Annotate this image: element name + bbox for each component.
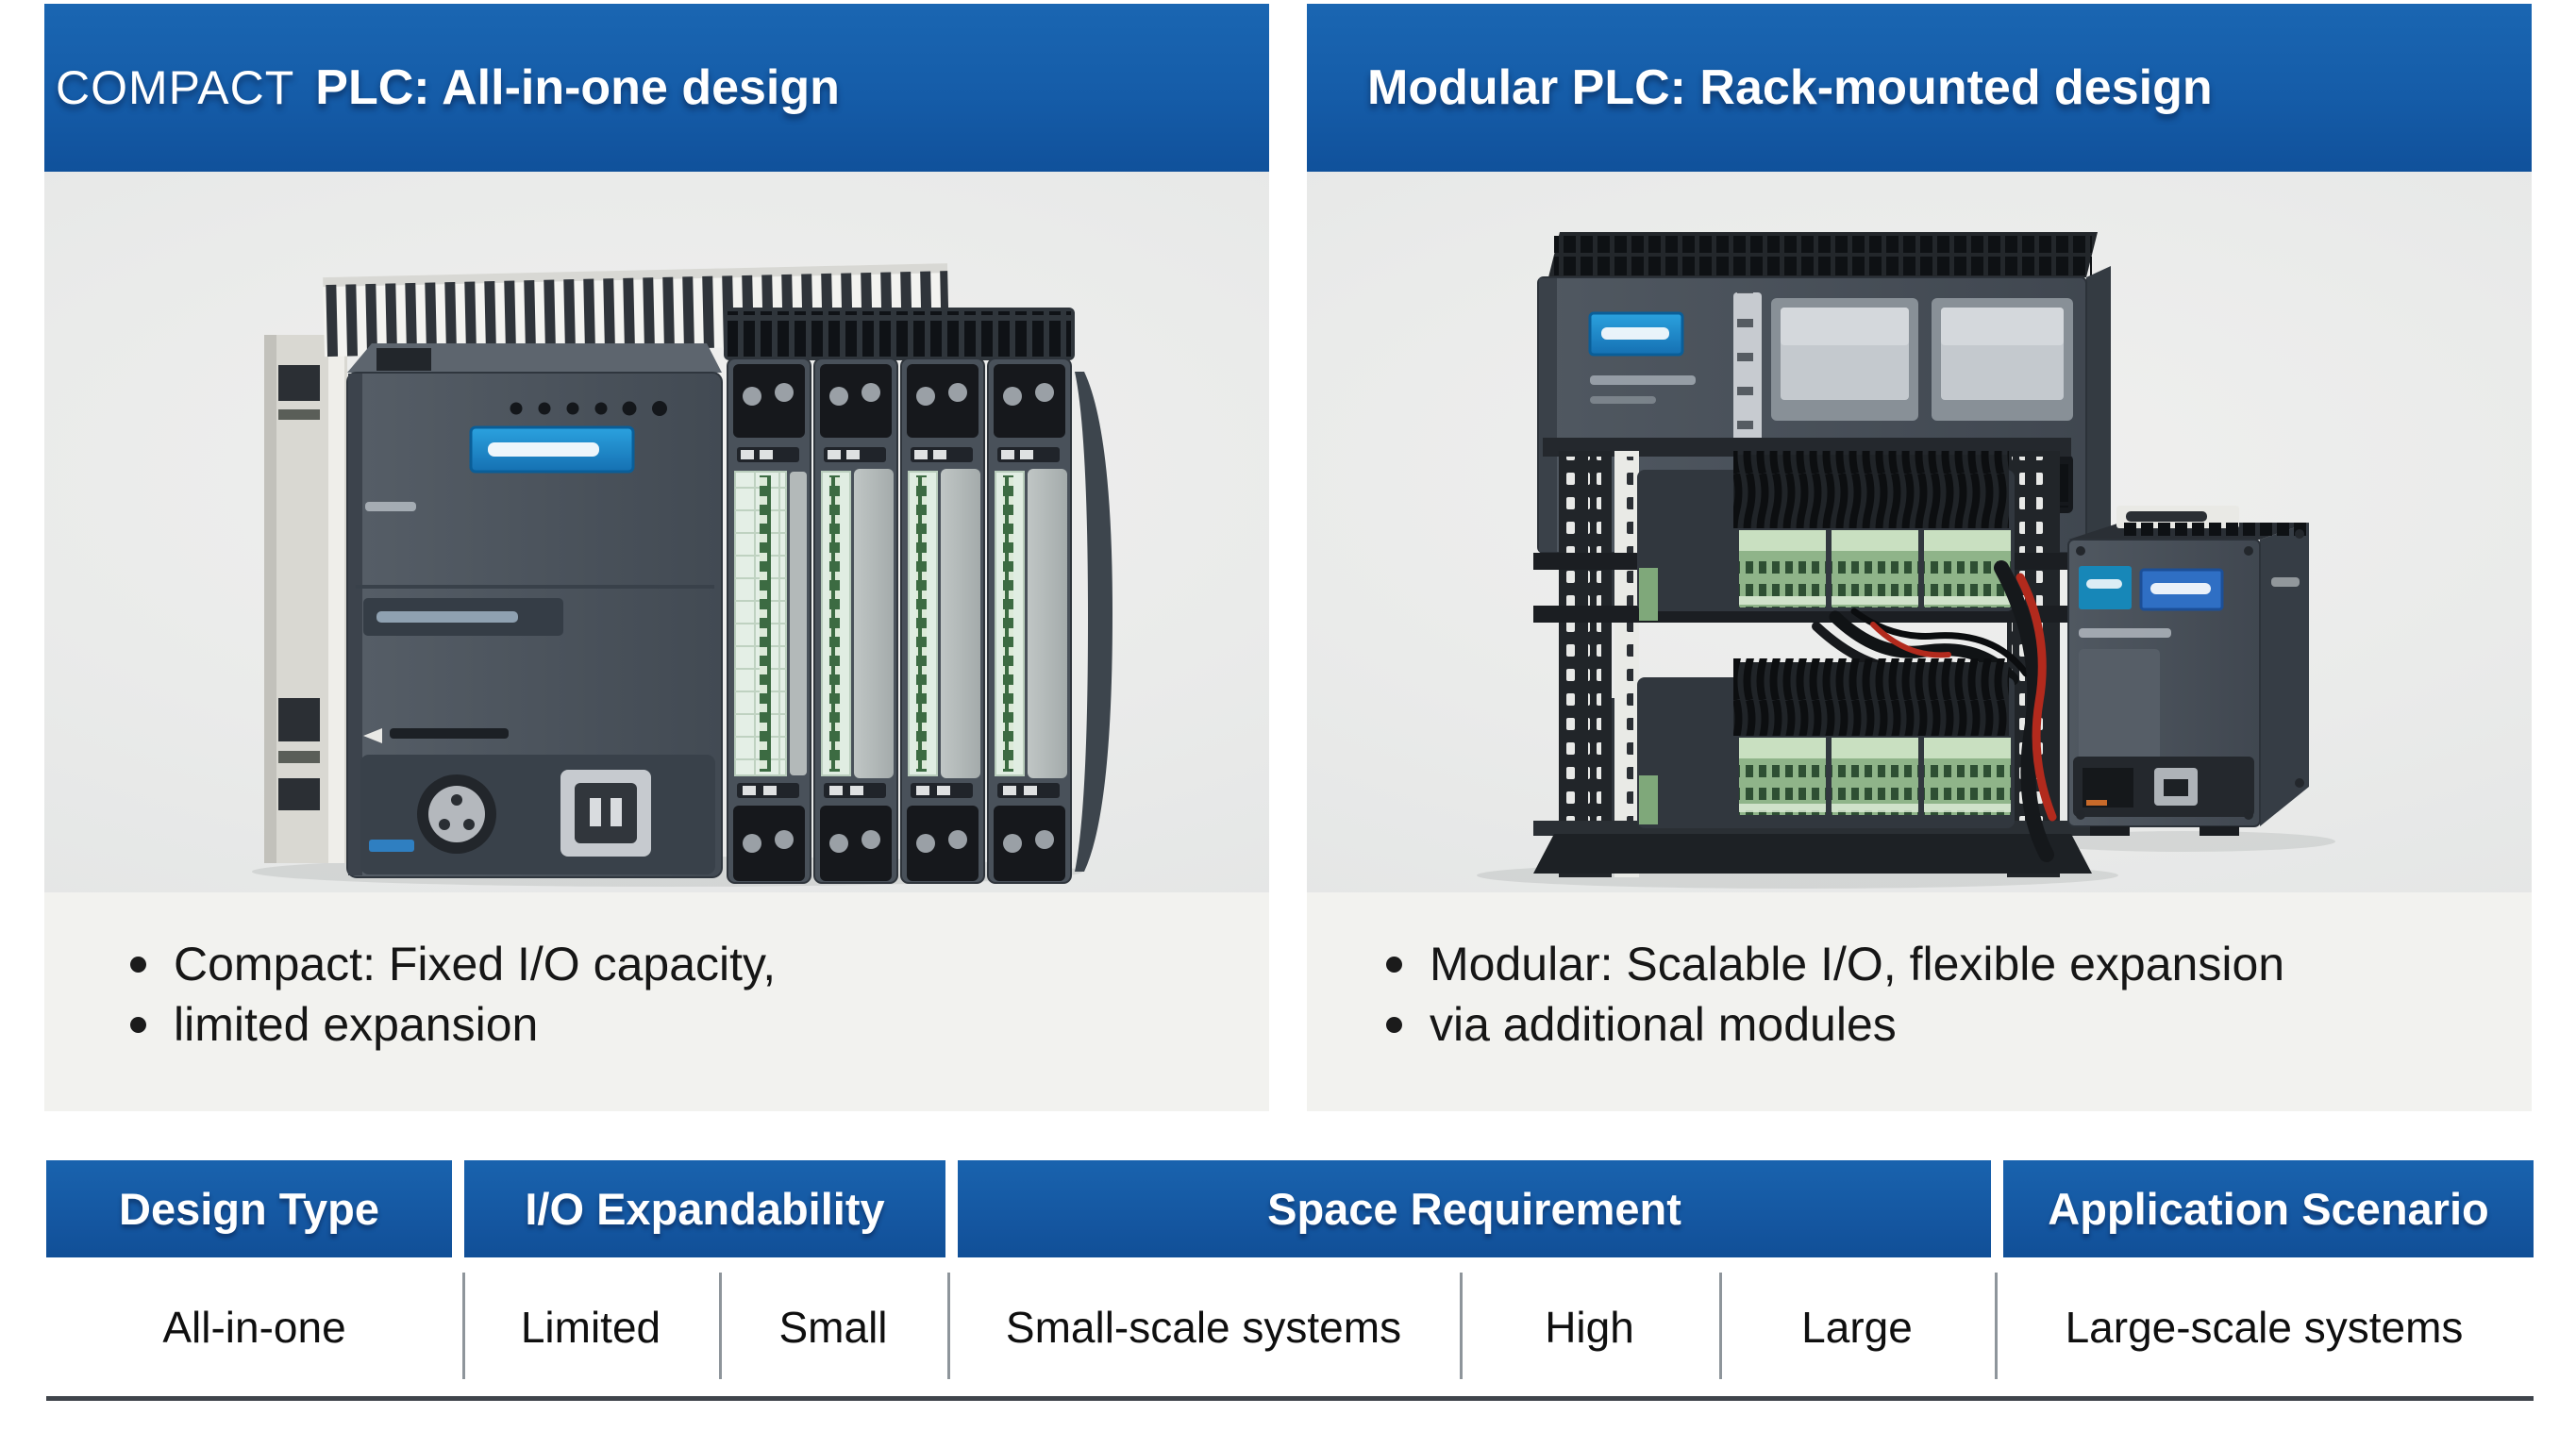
modular-plc-panel: Modular PLC: Rack-mounted design bbox=[1307, 4, 2532, 1111]
column-divider bbox=[1995, 1273, 1998, 1379]
bullet-text: Compact: Fixed I/O capacity, bbox=[174, 938, 777, 990]
io-shelf-module bbox=[1637, 658, 2015, 828]
io-modules bbox=[727, 358, 1112, 884]
io-module bbox=[900, 358, 985, 884]
table-cell-size: Small bbox=[719, 1257, 947, 1396]
table-cell-size-large: Large bbox=[1719, 1257, 1995, 1396]
io-module bbox=[727, 358, 811, 884]
bullet-item: Compact: Fixed I/O capacity, bbox=[130, 934, 1269, 994]
bullet-dot bbox=[1386, 956, 1402, 973]
table-cell-design-type: All-in-one bbox=[46, 1257, 462, 1396]
table-header-io-expandability: I/O Expandability bbox=[464, 1160, 945, 1257]
bullet-dot bbox=[130, 1016, 146, 1033]
compact-panel-header: COMPACT PLC: All-in-one design bbox=[44, 4, 1269, 172]
table-cell-application: Large-scale systems bbox=[1995, 1257, 2534, 1396]
display-window bbox=[1932, 298, 2073, 421]
bullet-text: Modular: Scalable I/O, flexible expansio… bbox=[1430, 938, 2285, 990]
table-header-space-requirement: Space Requirement bbox=[958, 1160, 1991, 1257]
table-cell-scale: Small-scale systems bbox=[947, 1257, 1460, 1396]
green-terminal-block bbox=[1924, 530, 2011, 607]
status-led-row bbox=[510, 401, 667, 416]
table-bottom-rule bbox=[46, 1396, 2534, 1401]
compact-bullet-list: Compact: Fixed I/O capacity, limited exp… bbox=[44, 892, 1269, 1111]
table-cell-space: High bbox=[1460, 1257, 1719, 1396]
panel-title: PLC: All-in-one design bbox=[315, 60, 840, 115]
panel-title: Modular PLC: Rack-mounted design bbox=[1367, 60, 2213, 115]
brand-label bbox=[1588, 311, 1684, 357]
modular-plc-rack-illustration bbox=[1477, 232, 2335, 889]
bullet-dot bbox=[130, 956, 146, 973]
modular-bullet-list: Modular: Scalable I/O, flexible expansio… bbox=[1307, 892, 2532, 1111]
io-shelf-module bbox=[1637, 451, 2015, 621]
standalone-module-tower bbox=[2067, 506, 2309, 836]
compact-plc-device bbox=[252, 263, 1112, 887]
bullet-item: Modular: Scalable I/O, flexible expansio… bbox=[1386, 934, 2532, 994]
power-supply-label bbox=[363, 728, 509, 743]
column-divider bbox=[719, 1273, 722, 1379]
green-terminal-block bbox=[1832, 738, 1918, 815]
bullet-text: via additional modules bbox=[1430, 998, 1897, 1051]
column-divider bbox=[947, 1273, 950, 1379]
green-terminal-block bbox=[1924, 738, 2011, 815]
power-connector-bay bbox=[360, 755, 715, 874]
compact-plc-figure bbox=[44, 172, 1269, 892]
modular-panel-header: Modular PLC: Rack-mounted design bbox=[1307, 4, 2532, 172]
end-cover bbox=[1075, 372, 1112, 872]
io-module bbox=[813, 358, 898, 884]
io-module bbox=[987, 358, 1072, 884]
column-divider bbox=[1719, 1273, 1722, 1379]
comparison-table: Design Type I/O Expandability Space Requ… bbox=[46, 1160, 2534, 1406]
column-divider bbox=[462, 1273, 465, 1379]
bullet-dot bbox=[1386, 1016, 1402, 1033]
brand-label bbox=[2079, 566, 2132, 609]
modular-plc-rack bbox=[1477, 232, 2335, 889]
module-top-comb bbox=[724, 308, 1075, 360]
green-terminal-block bbox=[1739, 738, 1826, 815]
modular-plc-figure bbox=[1307, 172, 2532, 892]
bullet-item: via additional modules bbox=[1386, 994, 2532, 1055]
connector-bay bbox=[2073, 757, 2254, 817]
display-window bbox=[1771, 298, 1918, 421]
table-header-design-type: Design Type bbox=[46, 1160, 452, 1257]
table-header-application-scenario: Application Scenario bbox=[2003, 1160, 2534, 1257]
cpu-module bbox=[346, 343, 723, 878]
brand-label bbox=[2139, 568, 2224, 611]
panel-title-prefix: COMPACT bbox=[56, 61, 295, 114]
compact-plc-illustration bbox=[252, 263, 1112, 887]
din-rail-bracket bbox=[264, 335, 347, 863]
compact-plc-panel: COMPACT PLC: All-in-one design bbox=[44, 4, 1269, 1111]
power-cables bbox=[1994, 560, 2057, 862]
model-plate bbox=[363, 598, 563, 636]
brand-label bbox=[469, 425, 635, 474]
column-divider bbox=[1460, 1273, 1463, 1379]
table-cell-io-expandability: Limited bbox=[462, 1257, 719, 1396]
bullet-text: limited expansion bbox=[174, 998, 539, 1051]
green-terminal-block bbox=[1739, 530, 1826, 607]
green-terminal-block bbox=[1832, 530, 1918, 607]
bullet-item: limited expansion bbox=[130, 994, 1269, 1055]
